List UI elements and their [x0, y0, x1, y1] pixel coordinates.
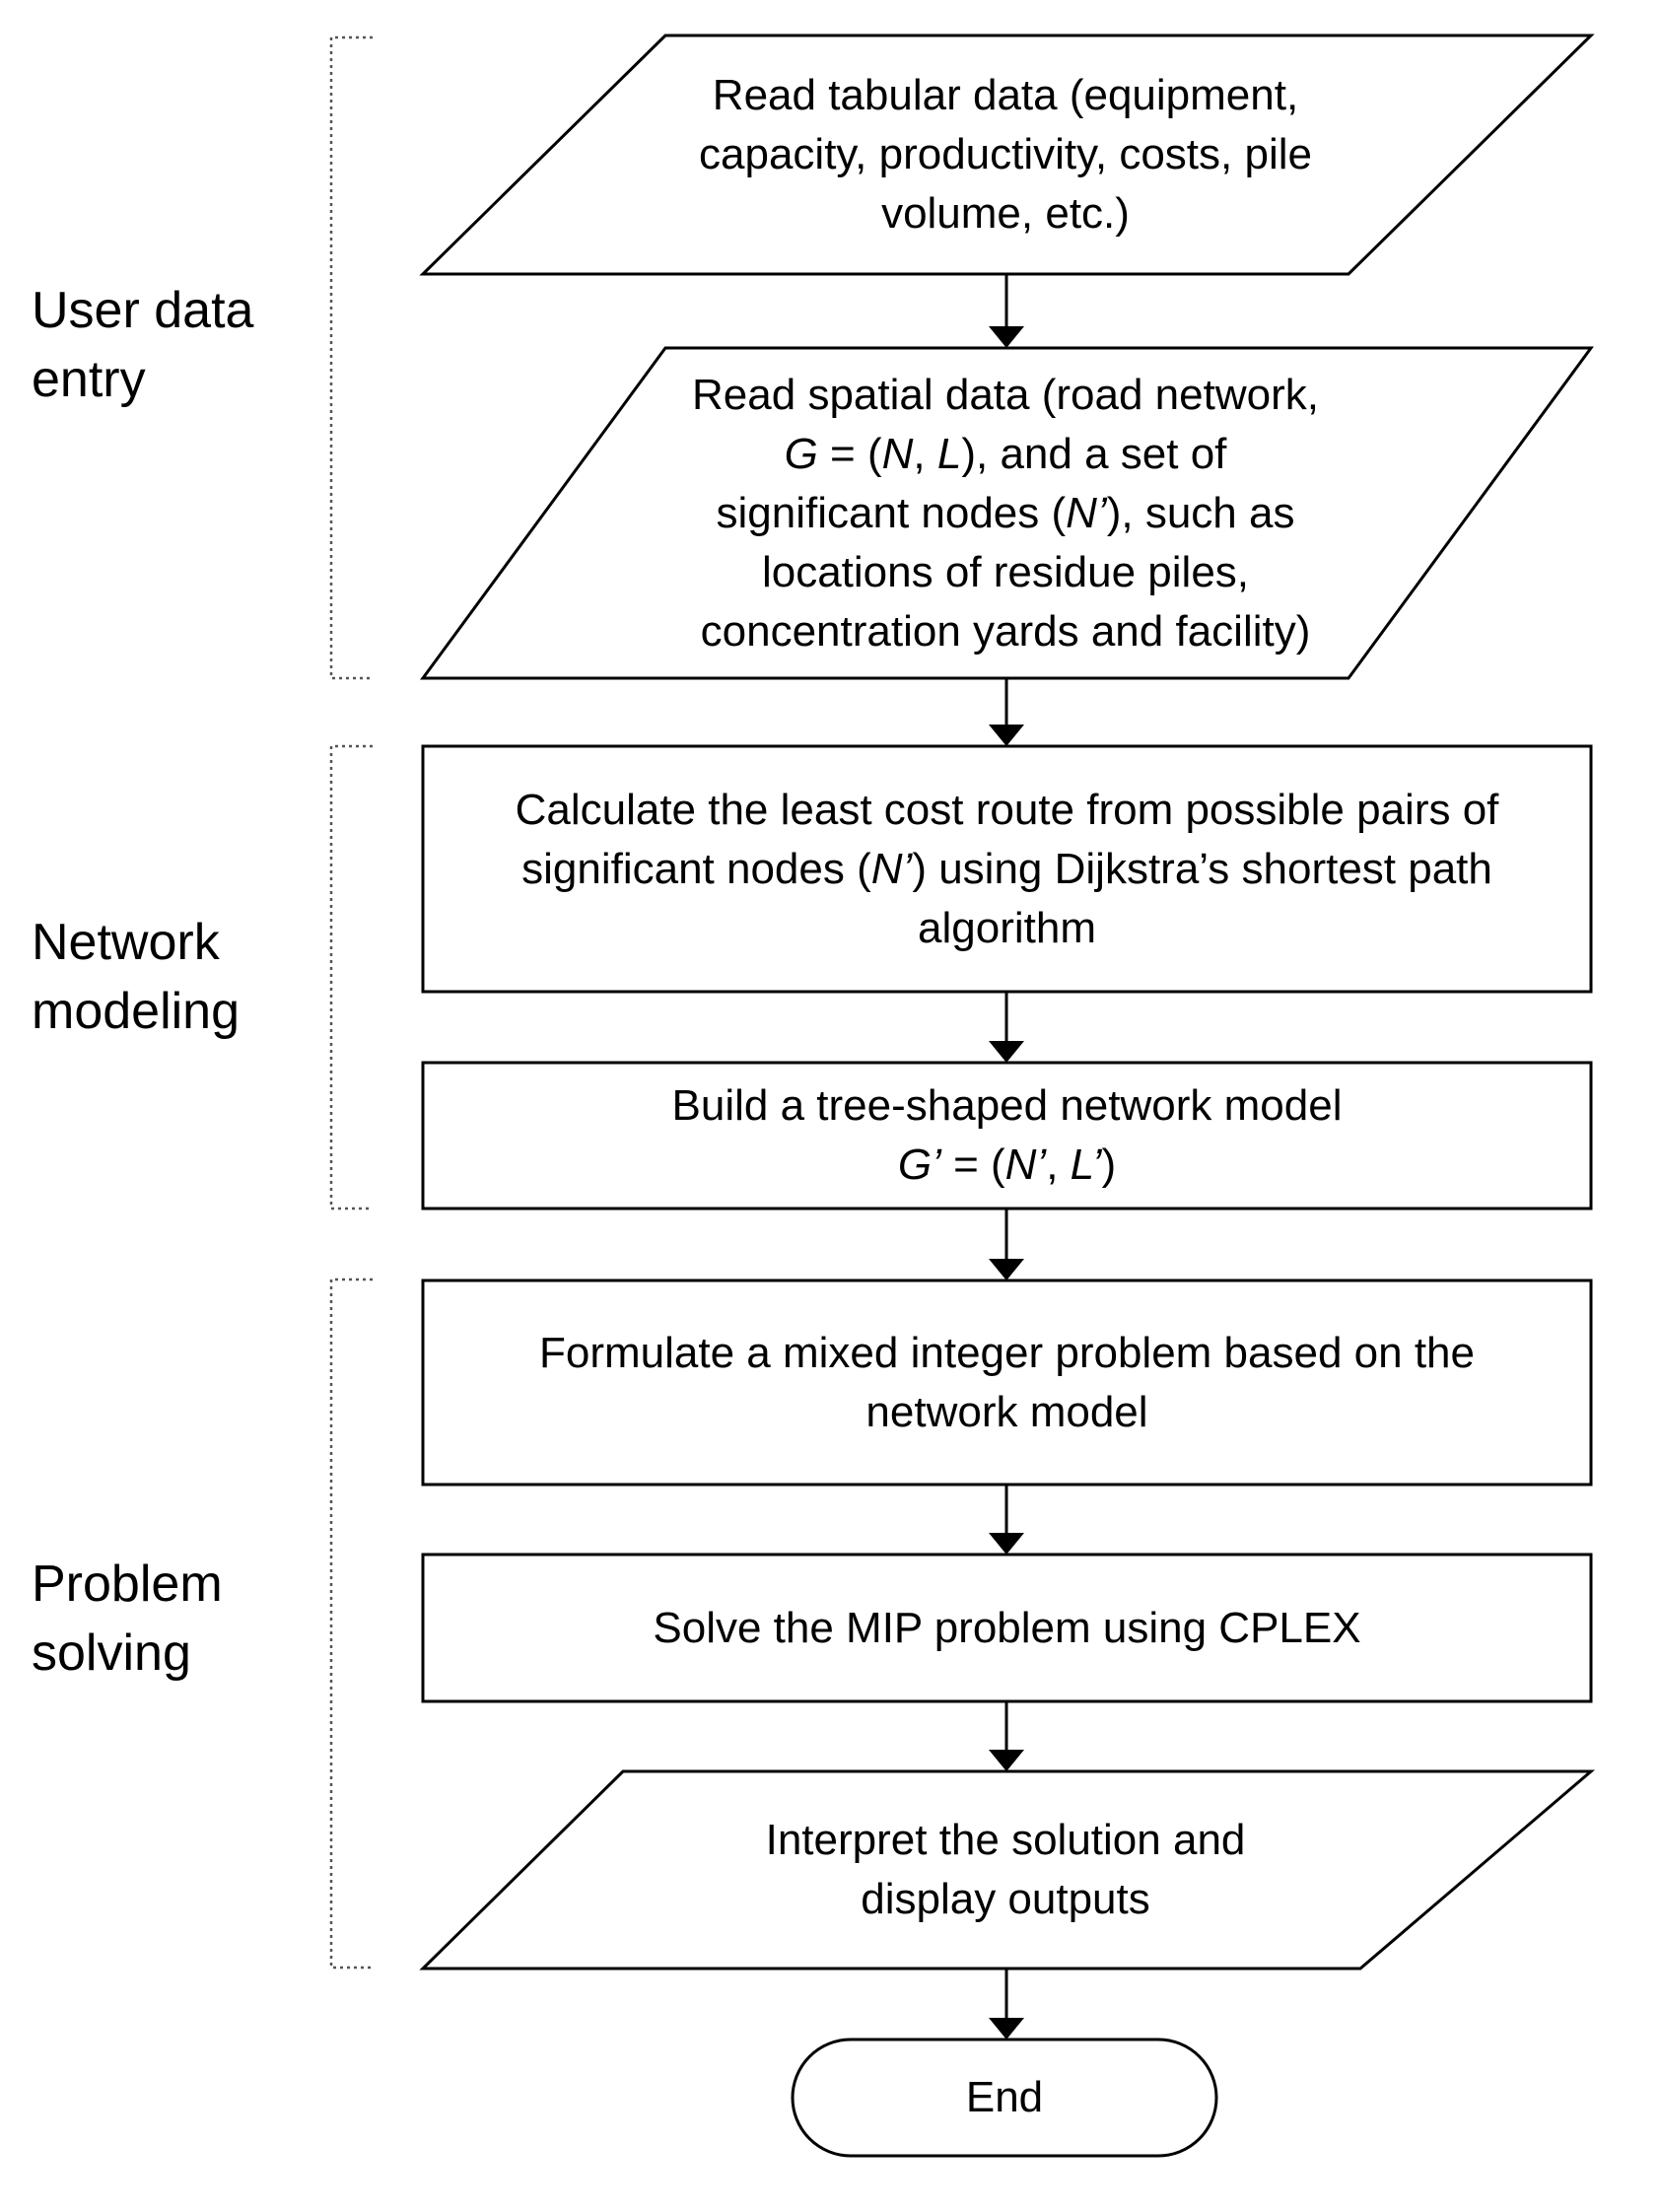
node-text-line: significant nodes (N’), such as — [716, 488, 1295, 537]
bracket-problem-solving — [329, 1278, 373, 1970]
node-shape-build-tree-network-model — [421, 1061, 1593, 1210]
node-text-line: Formulate a mixed integer problem based … — [539, 1328, 1475, 1377]
node-text-line: display outputs — [861, 1875, 1150, 1923]
node-read-tabular-data: Read tabular data (equipment, capacity, … — [552, 35, 1459, 274]
section-label-line: User data — [32, 282, 254, 339]
node-text-line: Solve the MIP problem using CPLEX — [653, 1603, 1361, 1652]
node-text-line: volume, etc.) — [881, 189, 1130, 238]
node-text-line: End — [965, 2073, 1044, 2121]
section-label-problem-solving: Problem solving — [32, 1550, 223, 1688]
arrow-build-to-formulate — [989, 1209, 1024, 1280]
node-formulate-mip: Formulate a mixed integer problem based … — [423, 1280, 1591, 1485]
node-text-line: Read spatial data (road network, — [692, 370, 1319, 419]
section-label-line: modeling — [32, 983, 241, 1040]
node-end: End — [793, 2039, 1216, 2156]
node-text-line: G = (N, L), and a set of — [784, 429, 1227, 478]
node-text-line: Interpret the solution and — [765, 1816, 1246, 1864]
section-label-line: solving — [32, 1624, 191, 1682]
node-text-line: algorithm — [918, 903, 1096, 952]
arrow-formulate-to-solve — [989, 1485, 1024, 1555]
arrow-solve-to-interpret — [989, 1701, 1024, 1771]
node-shape-read-tabular-data — [419, 34, 1595, 276]
node-shape-end — [791, 2038, 1218, 2158]
bracket-network-modeling — [329, 744, 373, 1210]
arrow-calculate-to-build — [989, 992, 1024, 1063]
section-label-user-data-entry: User data entry — [32, 276, 253, 414]
node-calculate-least-cost-route: Calculate the least cost route from poss… — [423, 746, 1591, 992]
node-text-line: significant nodes (N’) using Dijkstra’s … — [521, 844, 1492, 893]
node-text-line: capacity, productivity, costs, pile — [699, 130, 1312, 178]
section-label-line: entry — [32, 351, 146, 408]
node-shape-solve-mip — [421, 1553, 1593, 1703]
arrow-tabular-to-spatial — [989, 274, 1024, 348]
node-shape-read-spatial-data — [420, 346, 1594, 680]
node-build-tree-network-model: Build a tree-shaped network model G’ = (… — [423, 1063, 1591, 1209]
bracket-user-data-entry — [329, 35, 373, 680]
node-shape-formulate-mip — [421, 1279, 1593, 1486]
arrow-interpret-to-end — [989, 1969, 1024, 2039]
arrow-spatial-to-calculate — [989, 678, 1024, 746]
section-label-network-modeling: Network modeling — [32, 908, 240, 1046]
node-interpret-solution: Interpret the solution and display outpu… — [552, 1771, 1459, 1969]
node-text-line: Read tabular data (equipment, — [712, 71, 1299, 119]
node-read-spatial-data: Read spatial data (road network, G = (N,… — [552, 348, 1459, 678]
section-label-line: Network — [32, 914, 220, 971]
node-text-line: G’ = (N’, L’) — [897, 1141, 1117, 1189]
section-label-line: Problem — [32, 1555, 223, 1613]
node-shape-interpret-solution — [419, 1769, 1596, 1970]
node-text-line: network model — [865, 1387, 1148, 1436]
node-text-line: concentration yards and facility) — [700, 606, 1311, 656]
node-text-line: Calculate the least cost route from poss… — [515, 785, 1499, 834]
node-solve-mip: Solve the MIP problem using CPLEX — [423, 1555, 1591, 1701]
node-text-line: locations of residue piles, — [761, 547, 1250, 596]
node-text-line: Build a tree-shaped network model — [671, 1081, 1343, 1130]
